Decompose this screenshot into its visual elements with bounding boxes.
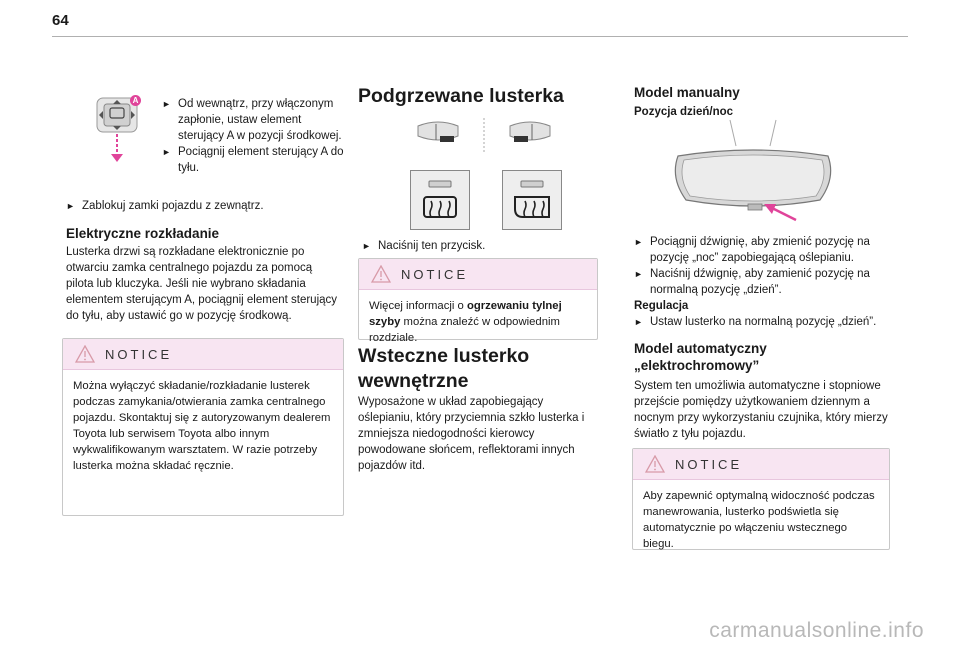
subheading-adjust: Regulacja [634, 300, 689, 312]
mirror-defrost-icon [514, 180, 550, 218]
notice-body: Więcej informacji o ogrzewaniu tylnej sz… [359, 290, 597, 354]
arrow-bullet-icon: ► [162, 147, 171, 157]
heading-interior-mirror-line1: Wsteczne lusterko [358, 345, 530, 367]
warning-icon [371, 265, 391, 283]
notice-text-post: można znaleźć w odpowiednim rozdziale. [369, 316, 560, 344]
warning-icon [75, 345, 95, 363]
heading-manual-model: Model manualny [634, 85, 740, 100]
top-rule [52, 36, 908, 37]
arrow-bullet-icon: ► [634, 317, 643, 327]
heading-auto-model-line2: „elektrochromowy” [634, 358, 760, 373]
paragraph-interior-mirror: Wyposażone w układ zapobiegający oślepia… [358, 396, 585, 472]
notice-title: NOTICE [105, 346, 173, 362]
step-lock: ► Zablokuj zamki pojazdu z zewnątrz. [66, 198, 352, 214]
notice-box: NOTICE Aby zapewnić optymalną widoczność… [632, 448, 890, 550]
notice-box: NOTICE Można wyłączyć składanie/rozkłada… [62, 338, 344, 516]
mirror-side-illustration [414, 116, 554, 154]
steps-top: ► Od wewnątrz, przy włączonym zapłonie, … [162, 96, 344, 176]
heading-electric-unfolding: Elektryczne rozkładanie [66, 226, 220, 241]
notice-body: Aby zapewnić optymalną widoczność podcza… [633, 480, 889, 560]
notice-body: Można wyłączyć składanie/rozkładanie lus… [63, 370, 343, 482]
mirror-control-illustration: A [96, 92, 141, 164]
step-text: Zablokuj zamki pojazdu z zewnątrz. [82, 200, 264, 212]
step-press-button: ► Naciśnij ten przycisk. [362, 238, 614, 254]
heading-interior-mirror-line2: wewnętrzne [358, 370, 469, 392]
warning-icon [645, 455, 665, 473]
step-night: ► Pociągnij dźwignię, aby zmienić pozycj… [634, 234, 908, 266]
step-day: ► Naciśnij dźwignię, aby zamienić pozycj… [634, 266, 908, 298]
paragraph-auto-model: System ten umożliwia automatyczne i stop… [634, 380, 888, 440]
rear-defrost-icon [423, 180, 457, 218]
step-text: Od wewnątrz, przy włączonym zapłonie, us… [178, 98, 342, 142]
step-text: Naciśnij dźwignię, aby zamienić pozycję … [650, 268, 870, 296]
paragraph-unfolding: Lusterka drzwi są rozkładane elektronicz… [66, 246, 338, 322]
heading-auto-model-line1: Model automatyczny [634, 341, 767, 356]
mirror-defrost-button-illustration [502, 170, 562, 230]
notice-header: NOTICE [633, 449, 889, 480]
arrow-bullet-icon: ► [634, 269, 643, 279]
notice-title: NOTICE [401, 266, 469, 282]
mirror-control-icon [96, 97, 138, 162]
callout-a-badge: A [130, 95, 141, 106]
step-adjust: ► Ustaw lusterko na normalną pozycję „dz… [634, 314, 908, 330]
rearview-mirror-icon [674, 119, 832, 222]
page-number: 64 [52, 12, 69, 29]
step-text: Naciśnij ten przycisk. [378, 240, 486, 252]
notice-text-bold: ogrzewaniu tylnej szyby [369, 300, 562, 328]
step-item: ► Od wewnątrz, przy włączonym zapłonie, … [162, 96, 344, 144]
subheading-day-night: Pozycja dzień/noc [634, 106, 734, 118]
watermark: carmanualsonline.info [709, 619, 924, 642]
notice-text: Można wyłączyć składanie/rozkładanie lus… [73, 380, 331, 472]
notice-text: Aby zapewnić optymalną widoczność podcza… [643, 490, 875, 550]
arrow-bullet-icon: ► [362, 241, 371, 251]
notice-text-pre: Więcej informacji o [369, 300, 467, 312]
arrow-bullet-icon: ► [634, 237, 643, 247]
step-text: Pociągnij element sterujący A do tyłu. [178, 146, 344, 174]
notice-header: NOTICE [359, 259, 597, 290]
side-mirror-icon [417, 118, 551, 152]
rearview-mirror-illustration [668, 118, 838, 226]
notice-header: NOTICE [63, 339, 343, 370]
rear-defrost-button-illustration [410, 170, 470, 230]
step-item: ► Pociągnij element sterujący A do tyłu. [162, 144, 344, 176]
arrow-bullet-icon: ► [66, 201, 75, 211]
notice-text: Więcej informacji o ogrzewaniu tylnej sz… [369, 298, 587, 346]
notice-box: NOTICE Więcej informacji o ogrzewaniu ty… [358, 258, 598, 344]
step-text: Ustaw lusterko na normalną pozycję „dzie… [650, 316, 877, 328]
heading-heated-mirrors: Podgrzewane lusterka [358, 85, 564, 107]
notice-title: NOTICE [675, 456, 743, 472]
step-text: Pociągnij dźwignię, aby zmienić pozycję … [650, 236, 870, 264]
arrow-bullet-icon: ► [162, 99, 171, 109]
